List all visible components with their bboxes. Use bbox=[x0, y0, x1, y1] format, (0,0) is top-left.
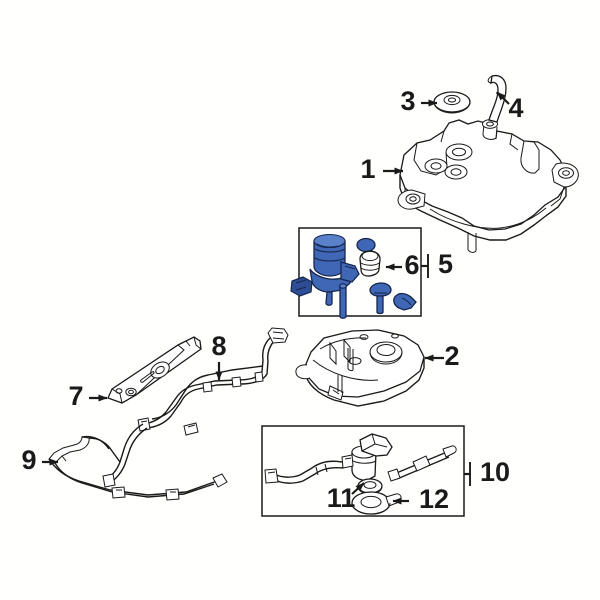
callout-label-8: 8 bbox=[211, 331, 226, 361]
inset-box-5 bbox=[298, 227, 422, 317]
part-fuel-tank bbox=[397, 119, 579, 253]
part-fuel-line-lower bbox=[48, 435, 228, 501]
callout-label-3: 3 bbox=[400, 86, 415, 116]
callout-label-11: 11 bbox=[327, 483, 356, 513]
callout-label-4: 4 bbox=[508, 93, 523, 123]
part-mounting-bracket bbox=[107, 336, 202, 404]
part-fuel-tank-shield bbox=[295, 329, 425, 407]
part-fuel-line-upper bbox=[102, 327, 289, 488]
part-fuel-pump-assembly-highlighted bbox=[290, 233, 417, 319]
leader-4 bbox=[496, 91, 510, 105]
part-pump-grommet bbox=[359, 250, 381, 277]
callout-label-6: 6 bbox=[404, 250, 419, 280]
callout-label-7: 7 bbox=[68, 381, 83, 411]
leader-11 bbox=[351, 482, 365, 495]
callout-label-2: 2 bbox=[444, 341, 459, 371]
part-washer-grommet bbox=[433, 91, 471, 114]
part-fuel-sender-assembly bbox=[264, 433, 457, 484]
inset-box-10 bbox=[261, 425, 465, 517]
part-lock-ring bbox=[351, 491, 402, 515]
callout-label-5: 5 bbox=[438, 249, 453, 279]
callout-label-10: 10 bbox=[480, 457, 510, 487]
callout-label-9: 9 bbox=[21, 445, 36, 475]
callout-label-1: 1 bbox=[360, 154, 375, 184]
callout-label-12: 12 bbox=[419, 484, 449, 514]
